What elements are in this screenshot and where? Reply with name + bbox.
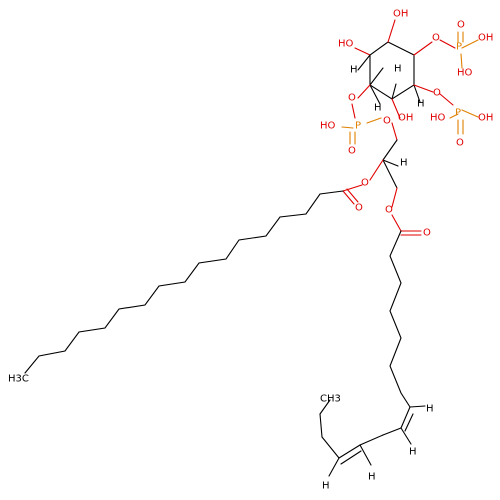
atom-o-glyc3: O xyxy=(383,116,391,127)
atom-ch3-left: H3C xyxy=(8,374,29,385)
atom-o-ring-p2: O xyxy=(432,33,440,44)
atom-p3: P xyxy=(455,108,461,119)
atom-oh-mid: OH xyxy=(398,113,413,124)
atom-o-ring-p3: O xyxy=(433,88,441,99)
atom-p3-oh: OH xyxy=(478,113,493,124)
atom-h-db3: H xyxy=(368,472,376,483)
atom-h-glyc2: H xyxy=(400,158,408,169)
atom-label-layer: OH HO H H H O P OH HO O H O P OH HO O OH… xyxy=(8,9,493,492)
atom-h-db2: H xyxy=(409,447,417,458)
atom-p2: P xyxy=(456,42,462,53)
atom-ho-left: HO xyxy=(338,39,354,50)
atom-h-c6: H xyxy=(394,64,402,75)
atom-p3-o: O xyxy=(456,138,464,149)
atom-p2-ho: HO xyxy=(457,68,473,79)
atom-h-db4: H xyxy=(322,481,330,492)
atom-p3-ho: HO xyxy=(430,113,446,124)
atom-ch3-top: CH3 xyxy=(320,394,341,405)
atom-h-c1: H xyxy=(350,65,358,76)
atom-p2-o: O xyxy=(457,20,465,31)
atom-o-ring-p1: O xyxy=(348,93,356,104)
atom-p1-o: O xyxy=(348,146,356,157)
atom-o-sn2-co: O xyxy=(355,203,363,214)
atom-h-c5: H xyxy=(374,103,382,114)
atom-p1: P xyxy=(355,121,361,132)
atom-o-sn1-co: O xyxy=(423,228,431,239)
atom-o-sn2: O xyxy=(361,178,369,189)
atom-p2-oh: OH xyxy=(478,33,493,44)
atom-o-sn1: O xyxy=(385,205,393,216)
atom-h-c3: H xyxy=(417,99,425,110)
atom-h-db1: H xyxy=(426,404,434,415)
bond-layer xyxy=(24,19,479,477)
atom-p1-ho: HO xyxy=(320,121,336,132)
atom-oh-top: OH xyxy=(393,9,408,20)
